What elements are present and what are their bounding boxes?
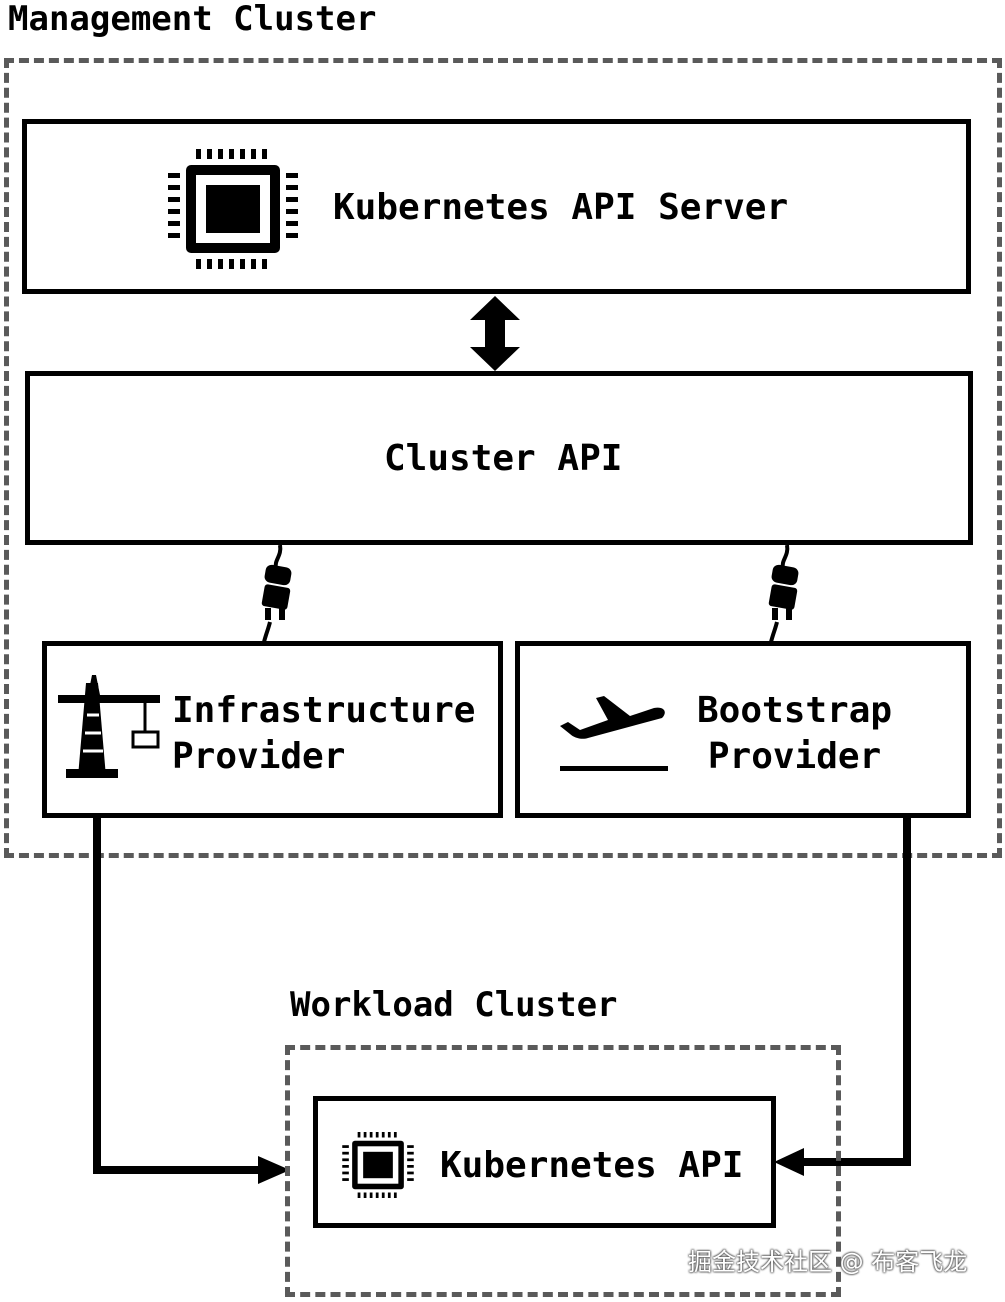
workload-cluster-boundary xyxy=(285,1045,841,1297)
infrastructure-provider-line2: Provider xyxy=(172,736,346,777)
workload-cluster-title: Workload Cluster xyxy=(290,985,618,1025)
cluster-api-box xyxy=(25,371,973,545)
infrastructure-provider-line1: Infrastructure xyxy=(172,690,476,731)
kubernetes-api-server-box xyxy=(22,119,971,294)
plug-icon-infrastructure xyxy=(261,544,292,643)
cpu-chip-icon xyxy=(342,1132,414,1198)
cpu-chip-icon xyxy=(168,149,298,269)
infrastructure-to-workload-arrow xyxy=(93,816,290,1184)
bootstrap-provider-line1: Bootstrap xyxy=(697,690,893,731)
infrastructure-provider-box xyxy=(42,641,503,818)
watermark: 掘金技术社区 @ 布客飞龙 xyxy=(688,1248,968,1276)
airplane-takeoff-icon xyxy=(560,696,668,771)
cluster-api-label: Cluster API xyxy=(384,438,623,479)
kubernetes-api-box xyxy=(313,1096,776,1228)
kubernetes-api-label: Kubernetes API xyxy=(440,1145,744,1186)
management-cluster-title: Management Cluster xyxy=(8,0,377,39)
bootstrap-to-workload-arrow xyxy=(774,816,911,1176)
bidirectional-arrow xyxy=(470,296,520,371)
crane-tower-icon xyxy=(58,675,160,778)
bootstrap-provider-line2: Provider xyxy=(707,736,882,777)
plug-icon-bootstrap xyxy=(768,544,799,643)
infrastructure-provider-label: Infrastructure Provider xyxy=(172,688,475,780)
kubernetes-api-server-label: Kubernetes API Server xyxy=(333,187,789,228)
bootstrap-provider-label: Bootstrap Provider xyxy=(697,688,892,780)
management-cluster-boundary xyxy=(4,58,1002,858)
